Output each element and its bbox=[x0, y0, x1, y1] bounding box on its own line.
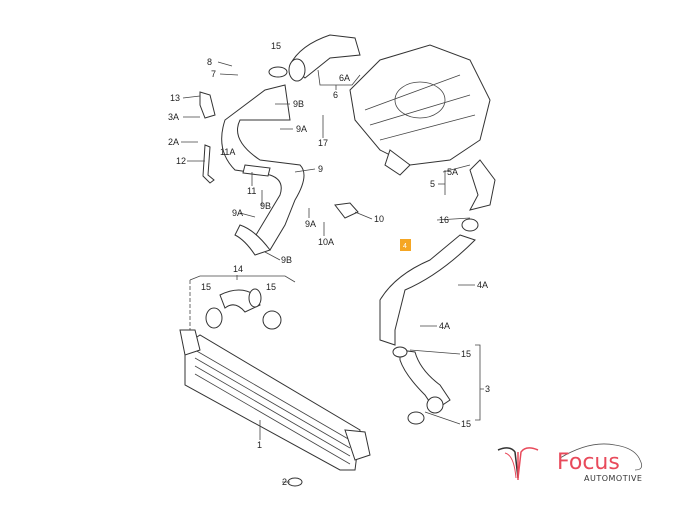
bracket-13 bbox=[199, 91, 216, 119]
label-9a: 9A bbox=[305, 219, 316, 229]
label-15: 15 bbox=[201, 282, 211, 292]
sensor-10 bbox=[334, 202, 359, 219]
label-1: 1 bbox=[257, 440, 262, 450]
bracket-12 bbox=[202, 144, 215, 184]
label-5: 5 bbox=[430, 179, 435, 189]
label-15: 15 bbox=[461, 419, 471, 429]
label-15: 15 bbox=[461, 349, 471, 359]
label-9a: 9A bbox=[296, 124, 307, 134]
car-outline-icon bbox=[559, 443, 643, 471]
label-6: 6 bbox=[333, 90, 338, 100]
label-9b: 9B bbox=[293, 99, 304, 109]
label-8: 8 bbox=[207, 57, 212, 67]
engine-cover bbox=[349, 44, 491, 176]
label-10a: 10A bbox=[318, 237, 334, 247]
label-11: 11 bbox=[247, 186, 256, 196]
label-7: 7 bbox=[211, 69, 216, 79]
brand-tagline: AUTOMOTIVE bbox=[584, 474, 642, 483]
label-4: 4 bbox=[403, 243, 407, 250]
clamp-15 bbox=[268, 66, 288, 78]
hose-16 bbox=[469, 159, 496, 211]
intercooler-1 bbox=[179, 329, 371, 471]
label-9: 9 bbox=[318, 164, 323, 174]
label-9b: 9B bbox=[260, 201, 271, 211]
brand-logo: Focus AUTOMOTIVE bbox=[497, 443, 643, 483]
label-9a: 9A bbox=[232, 208, 243, 218]
label-4a: 4A bbox=[477, 280, 488, 290]
label-3: 3 bbox=[485, 384, 490, 394]
label-15: 15 bbox=[271, 41, 281, 51]
label-2: 2 bbox=[282, 477, 287, 487]
trident-icon bbox=[497, 447, 539, 480]
label-11a: 11A bbox=[220, 147, 235, 157]
hose-4 bbox=[379, 234, 476, 346]
part-labels: 8 15 7 6A 6 13 9B 3A 9A 17 2A 11A 12 9 1… bbox=[168, 41, 490, 487]
label-5a: 5A bbox=[447, 167, 458, 177]
label-17: 17 bbox=[318, 138, 328, 148]
highlight-box-4 bbox=[400, 239, 411, 251]
label-16: 16 bbox=[439, 215, 449, 225]
label-14: 14 bbox=[233, 264, 243, 274]
brand-name: Focus bbox=[557, 450, 620, 475]
bracket-11 bbox=[242, 164, 271, 177]
hose-6 bbox=[289, 34, 361, 79]
label-6a: 6A bbox=[339, 73, 350, 83]
label-9b: 9B bbox=[281, 255, 292, 265]
label-2a: 2A bbox=[168, 137, 179, 147]
clamp bbox=[288, 58, 306, 82]
label-3a: 3A bbox=[168, 112, 179, 122]
label-12: 12 bbox=[176, 156, 186, 166]
label-13: 13 bbox=[170, 93, 180, 103]
label-4a: 4A bbox=[439, 321, 450, 331]
label-10: 10 bbox=[374, 214, 384, 224]
grommet-2 bbox=[287, 477, 303, 487]
label-15: 15 bbox=[266, 282, 276, 292]
